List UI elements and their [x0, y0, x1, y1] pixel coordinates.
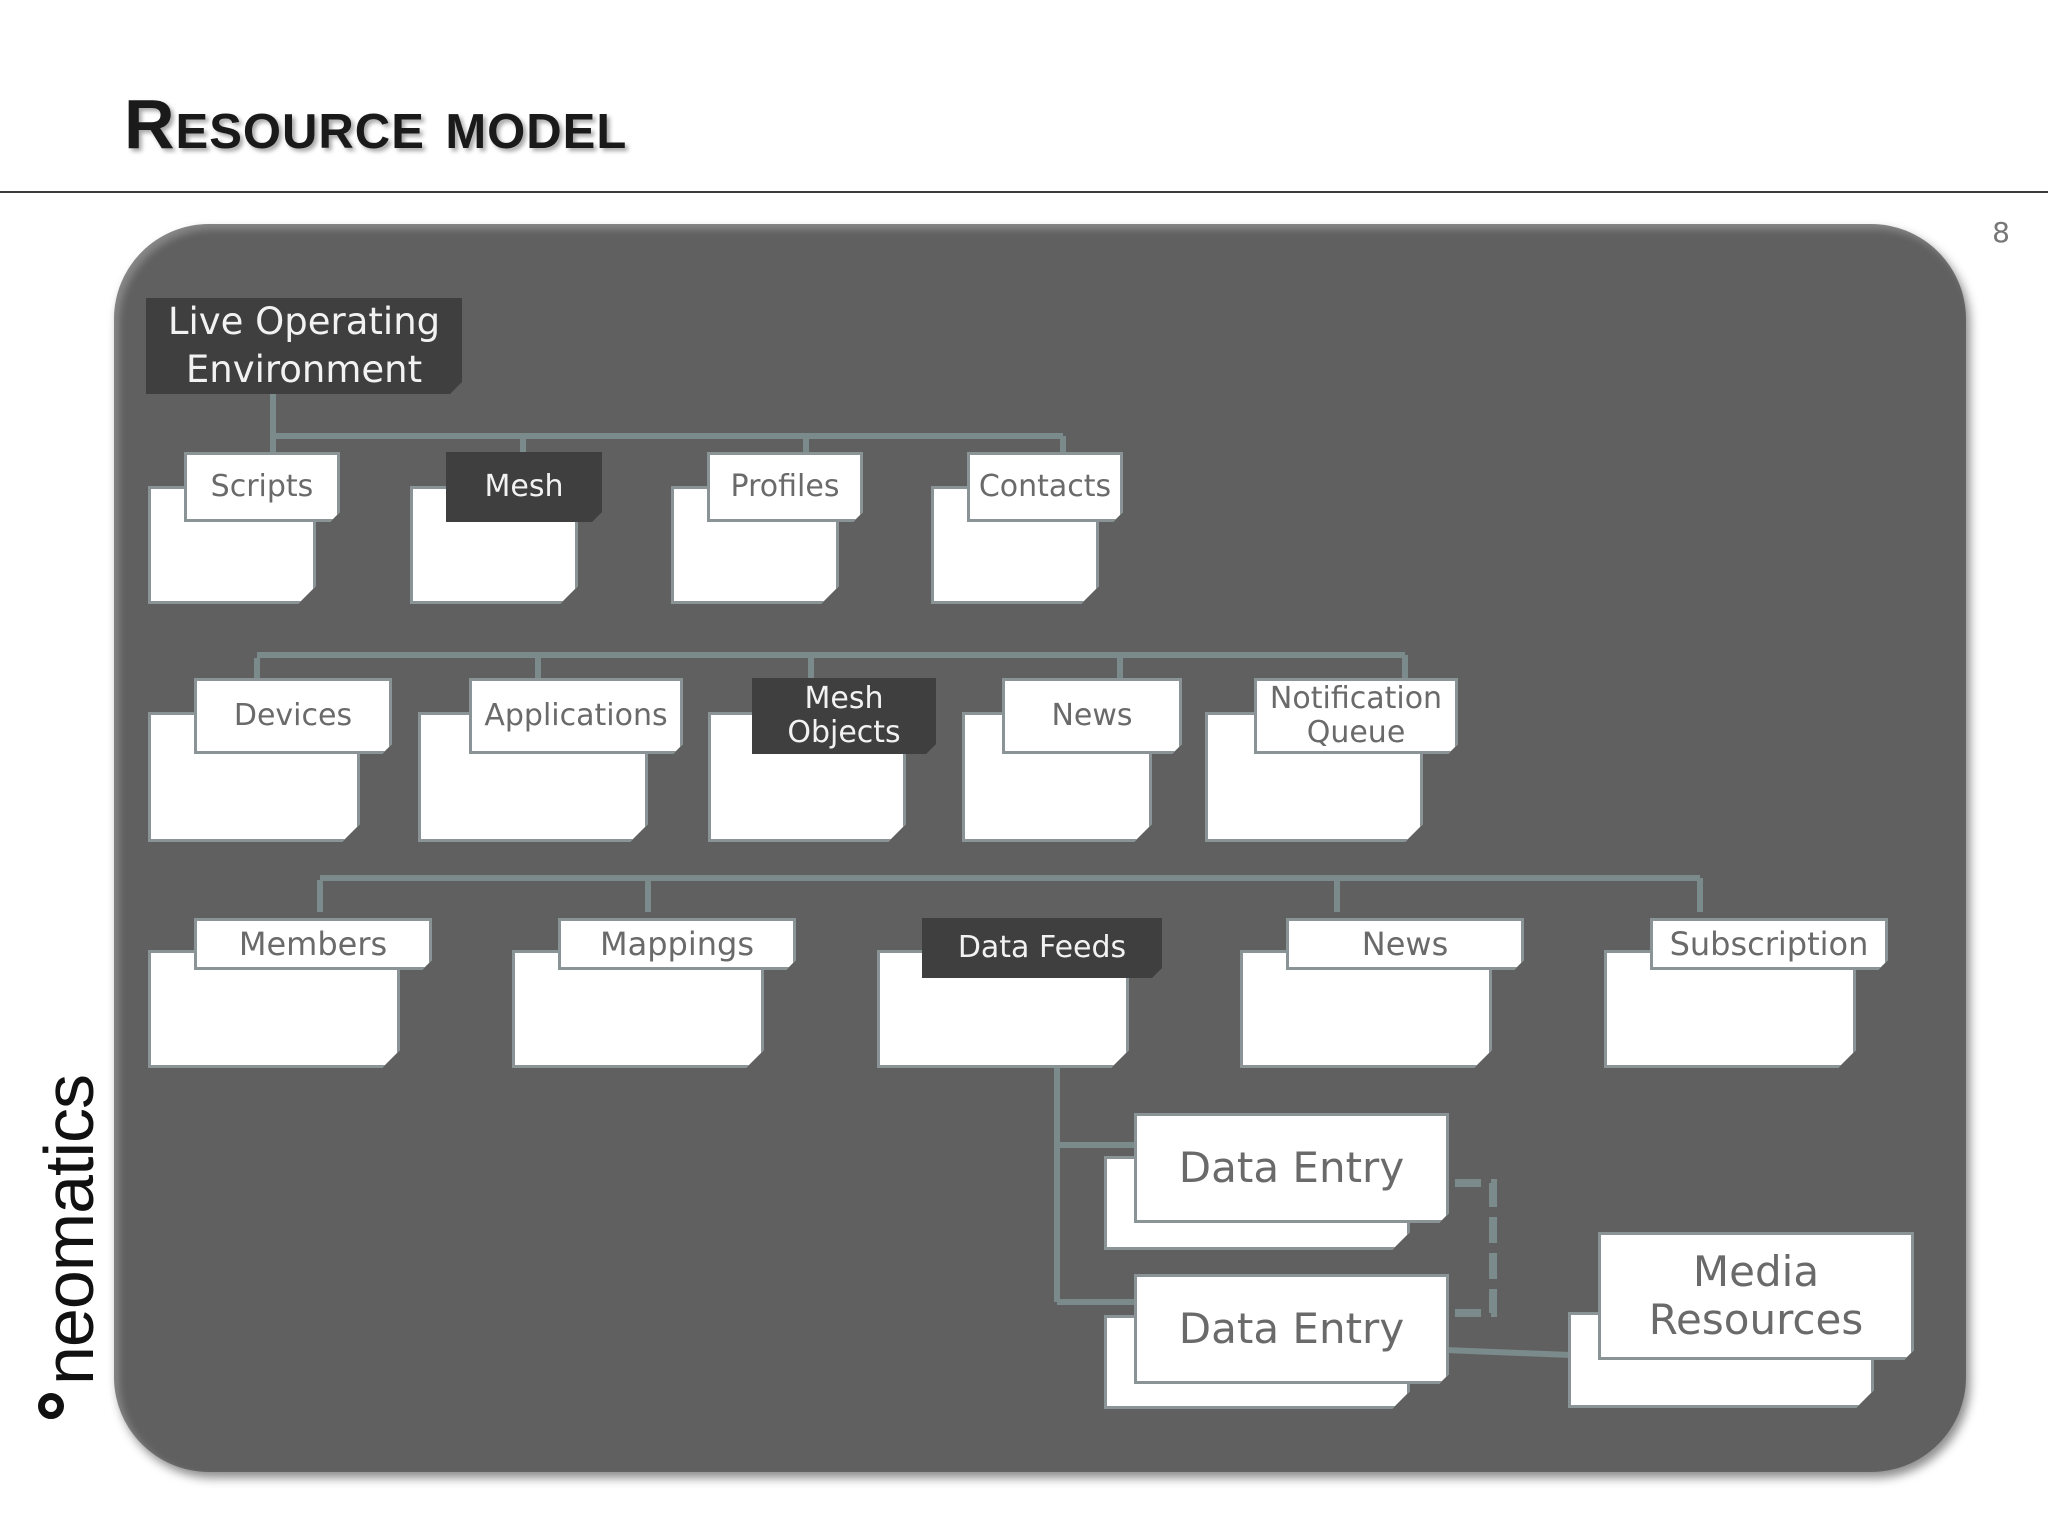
- tab-data-entry-2: Data Entry: [1134, 1274, 1449, 1384]
- tab-mesh-objects: Mesh Objects: [752, 678, 936, 754]
- root-text: Live Operating Environment: [167, 299, 441, 391]
- connector-data-entries: [1054, 1065, 1140, 1305]
- slide-title: Resource model: [124, 84, 627, 164]
- tab-notification-queue: Notification Queue: [1254, 678, 1458, 754]
- root-label: Live Operating Environment: [146, 298, 462, 394]
- tab-mesh: Mesh: [446, 452, 602, 522]
- tab-mappings: Mappings: [558, 918, 796, 970]
- tab-devices: Devices: [194, 678, 392, 754]
- tab-scripts: Scripts: [184, 452, 340, 522]
- dashed-link: [1455, 1179, 1497, 1317]
- tab-news-row2: News: [1002, 678, 1182, 754]
- tab-subscription: Subscription: [1650, 918, 1888, 970]
- tab-members: Members: [194, 918, 432, 970]
- tab-profiles: Profiles: [707, 452, 863, 522]
- tab-data-feeds: Data Feeds: [922, 918, 1162, 978]
- tab-news-row3: News: [1286, 918, 1524, 970]
- connector-row2: [254, 652, 1408, 680]
- connector-media: [1444, 1347, 1571, 1358]
- page-number: 8: [1992, 216, 2010, 249]
- connector-root-row1: [270, 394, 1066, 458]
- tab-applications: Applications: [469, 678, 683, 754]
- tab-contacts: Contacts: [967, 452, 1123, 522]
- tab-data-entry-1: Data Entry: [1134, 1113, 1449, 1223]
- slide-title-text: Resource model: [124, 85, 628, 163]
- connector-row3: [317, 875, 1703, 912]
- tab-media-resources: Media Resources: [1598, 1232, 1914, 1360]
- logo-dot: [38, 1393, 64, 1419]
- title-divider: [0, 191, 2048, 193]
